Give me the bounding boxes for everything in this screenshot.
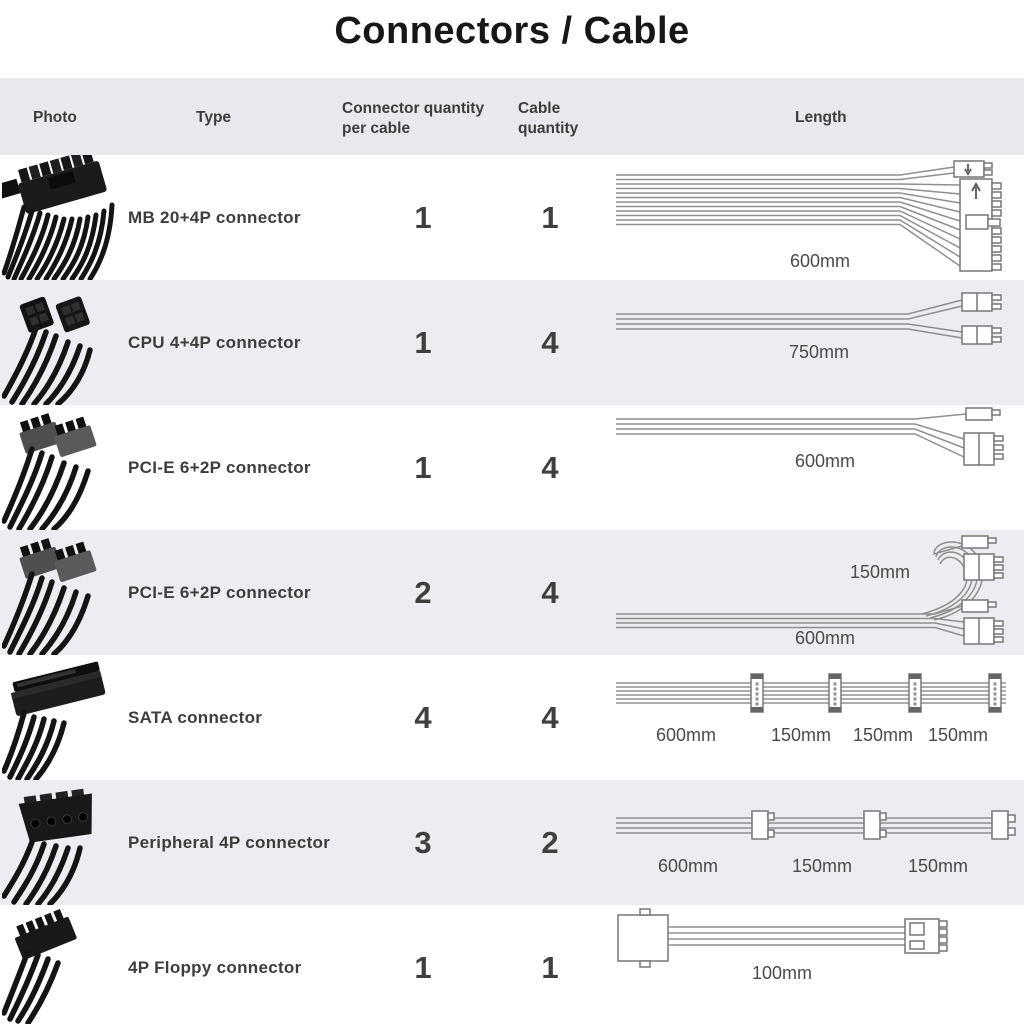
column-header-connector-quantity-line2: per cable (342, 120, 411, 137)
cable-quantity-value: 4 (541, 324, 559, 360)
pcie-6-2p-connector-icon (2, 538, 97, 655)
length-value: 600mm (657, 856, 719, 876)
photo-4p-floppy-connector (2, 905, 128, 1024)
column-header-connector-quantity-line1: Connector quantity (342, 100, 485, 117)
length-cell: 750mm (610, 280, 1024, 405)
peripheral-cable-diagram-icon (616, 810, 1016, 840)
floppy-4p-connector-icon (2, 908, 77, 1024)
length-value: 750mm (788, 342, 850, 362)
pcie-cable-diagram-icon (616, 407, 1004, 466)
column-header-cable-quantity: Cable quantity (518, 99, 578, 139)
connector-type-label: CPU 4+4P connector (128, 332, 301, 352)
floppy-cable-diagram-icon (617, 908, 948, 968)
table-row-pcie-6-2p-double: PCI-E 6+2P connector 2 4 150m (0, 530, 1024, 655)
connector-quantity-value: 3 (414, 824, 432, 860)
length-cell: 600mm 150mm 150mm 150mm (610, 655, 1024, 780)
sata-cable-diagram-icon (616, 673, 1006, 713)
length-cell: 100mm (610, 905, 1024, 1024)
cable-quantity-value: 1 (541, 199, 559, 235)
connector-quantity-value: 1 (414, 949, 432, 985)
connector-type-label: Peripheral 4P connector (128, 832, 331, 852)
sata-connector-icon (2, 661, 106, 780)
mb-20-4p-connector-icon (2, 155, 115, 280)
length-value: 600mm (655, 725, 717, 745)
connector-quantity-value: 1 (414, 449, 432, 485)
table-row-peripheral-4p: Peripheral 4P connector 3 2 600mm 150mm … (0, 780, 1024, 905)
length-cell: 600mm (610, 155, 1024, 280)
cable-quantity-value: 2 (541, 824, 559, 860)
photo-peripheral-4p-connector (2, 780, 128, 905)
mb-cable-diagram-icon (616, 160, 1002, 272)
column-header-type: Type (196, 109, 232, 126)
table-row-cpu-4-4p: CPU 4+4P connector 1 4 750mm (0, 280, 1024, 405)
column-header-cable-quantity-line2: quantity (518, 120, 579, 137)
length-value: 150mm (852, 725, 914, 745)
connector-quantity-value: 1 (414, 324, 432, 360)
photo-pcie-6-2p-connector (2, 405, 128, 530)
column-header-length: Length (795, 109, 847, 126)
cpu-cable-diagram-icon (616, 292, 1002, 345)
length-value: 600mm (794, 451, 856, 471)
photo-sata-connector (2, 655, 128, 780)
cable-quantity-value: 4 (541, 574, 559, 610)
table-row-mb-20-4p: MB 20+4P connector 1 1 (0, 155, 1024, 280)
length-value: 150mm (907, 856, 969, 876)
cable-quantity-value: 4 (541, 699, 559, 735)
length-value: 150mm (927, 725, 989, 745)
cable-quantity-value: 1 (541, 949, 559, 985)
connector-type-label: SATA connector (128, 707, 263, 727)
length-value: 600mm (789, 251, 851, 271)
length-cell: 600mm 150mm 150mm (610, 780, 1024, 905)
length-cell: 600mm (610, 405, 1024, 530)
connector-type-label: 4P Floppy connector (128, 957, 302, 977)
column-header-photo: Photo (33, 109, 77, 126)
pcie-double-cable-diagram-icon (616, 535, 1004, 645)
table-row-sata: SATA connector 4 4 60 (0, 655, 1024, 780)
length-value: 150mm (849, 562, 911, 582)
length-value: 600mm (794, 628, 856, 648)
connector-quantity-value: 4 (414, 699, 432, 735)
length-value: 150mm (791, 856, 853, 876)
peripheral-4p-connector-icon (2, 788, 92, 905)
length-cell: 150mm 600mm (610, 530, 1024, 655)
length-value: 150mm (770, 725, 832, 745)
column-header-connector-quantity: Connector quantity per cable (342, 99, 484, 139)
photo-cpu-4-4p-connector (2, 280, 128, 405)
table-row-4p-floppy: 4P Floppy connector 1 1 100mm (0, 905, 1024, 1024)
cpu-4-4p-connector-icon (2, 296, 93, 405)
cable-quantity-value: 4 (541, 449, 559, 485)
connector-type-label: PCI-E 6+2P connector (128, 457, 311, 477)
table-header: Photo Type Connector quantity per cable … (0, 78, 1024, 155)
photo-mb-20-4p-connector (2, 155, 128, 280)
pcie-6-2p-connector-icon (2, 413, 97, 530)
column-header-cable-quantity-line1: Cable (518, 100, 561, 117)
connector-type-label: PCI-E 6+2P connector (128, 582, 311, 602)
connector-type-label: MB 20+4P connector (128, 207, 301, 227)
page-title: Connectors / Cable (334, 10, 690, 52)
connector-quantity-value: 1 (414, 199, 432, 235)
photo-pcie-6-2p-connector (2, 530, 128, 655)
connector-quantity-value: 2 (414, 574, 432, 610)
length-value: 100mm (751, 963, 813, 983)
table-row-pcie-6-2p-single: PCI-E 6+2P connector 1 4 600mm (0, 405, 1024, 530)
